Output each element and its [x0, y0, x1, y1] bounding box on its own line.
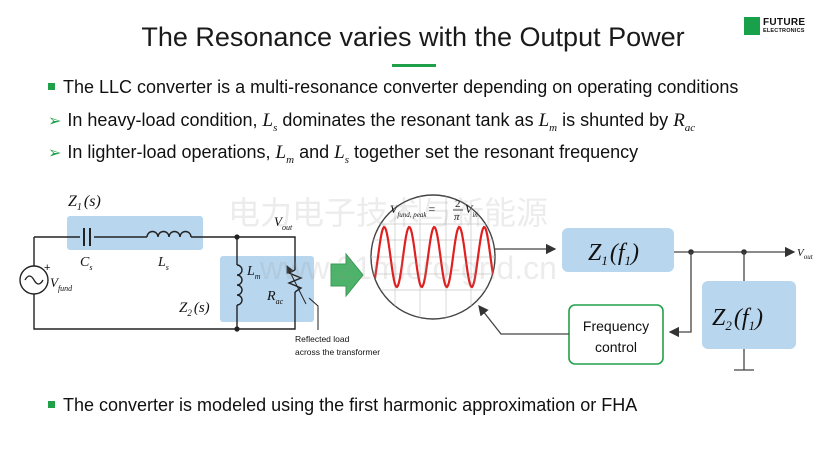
bullet-3-math-lm: Lm	[275, 142, 295, 166]
bullet-2-text-1: In heavy-load condition,	[67, 110, 263, 130]
eq-numerator: 2	[455, 198, 461, 210]
inductor-ls-icon	[146, 230, 192, 238]
bullet-3-text-1: In lighter-load operations,	[67, 142, 276, 162]
bullet-2-math-rac: Rac	[673, 110, 696, 134]
eq-denominator: π	[454, 211, 460, 223]
z2-label: Z2(s)	[179, 300, 210, 318]
z1-label: Z1(s)	[68, 193, 101, 213]
cs-label: Cs	[80, 255, 92, 272]
watermark-line2: www.21micro-grid.cn	[260, 250, 557, 286]
block-vout-label: Vout	[797, 247, 814, 261]
frequency-control-line1: Frequency	[583, 318, 649, 334]
reflected-load-line1: Reflected load	[295, 334, 350, 344]
title-underline	[392, 64, 436, 67]
junction-dot-bottom	[234, 326, 240, 332]
z1-highlight-block	[67, 216, 203, 250]
circuit-wires	[33, 236, 296, 330]
lm-label: Lm	[246, 264, 261, 281]
bullet-2-math-lm: Lm	[538, 110, 558, 134]
bullet-square-icon	[48, 400, 55, 408]
bullet-3-text-2: and	[294, 142, 335, 162]
feedback-line	[668, 252, 692, 338]
bullet-2-text-2: dominates the resonant tank as	[277, 110, 539, 130]
control-to-wave-arrow	[478, 304, 569, 335]
inductor-lm-icon	[236, 264, 243, 306]
reflected-load-pointer	[308, 297, 319, 330]
future-electronics-logo: FUTURE ELECTRONICS	[744, 17, 820, 37]
watermark-line1: 电力电子技术与新能源	[228, 195, 549, 231]
ground-icon	[734, 349, 754, 371]
junction-dot-top	[234, 234, 240, 240]
bullet-3-math-ls: Ls	[334, 142, 349, 166]
frequency-control-line2: control	[595, 339, 637, 355]
arrow-bullet-icon: ➢	[48, 113, 62, 130]
flow-arrow-icon	[330, 252, 364, 298]
z1-f1-label: Z1(f1)	[588, 240, 639, 268]
bullet-4: The converter is modeled using the first…	[48, 395, 637, 416]
bullet-1-text: The LLC converter is a multi-resonance c…	[63, 77, 739, 97]
z1-f1-block	[562, 228, 674, 272]
bullet-2: ➢ In heavy-load condition, Ls dominates t…	[48, 110, 695, 134]
z2-f1-label: Z2(f1)	[712, 305, 763, 333]
waveform-grid	[371, 195, 495, 319]
bullet-2-text-3: is shunted by	[557, 110, 674, 130]
frequency-control-block	[568, 304, 664, 365]
logo-line2: ELECTRONICS	[763, 28, 805, 34]
bullet-3: ➢ In lighter-load operations, Lm and Ls t…	[48, 142, 638, 166]
vfund-peak-equation: Vfund, peak=	[390, 202, 436, 219]
eq-vin: Vin	[465, 202, 478, 219]
bullet-3-text-3: together set the resonant frequency	[348, 142, 639, 162]
sine-waveform	[371, 225, 495, 289]
z2-f1-block	[702, 281, 796, 349]
plus-sign: +	[44, 262, 50, 274]
bullet-2-math-ls: Ls	[262, 110, 278, 134]
logo-mark-icon	[744, 17, 760, 35]
arrow-bullet-icon: ➢	[48, 145, 62, 162]
slide-title: The Resonance varies with the Output Pow…	[141, 22, 685, 52]
bullet-4-text: The converter is modeled using the first…	[63, 395, 638, 415]
logo-line1: FUTURE	[763, 17, 806, 28]
vfund-label: Vfund	[50, 275, 73, 293]
capacitor-cs-icon	[83, 228, 91, 246]
vout-label: Vout	[274, 214, 293, 232]
bullet-1: The LLC converter is a multi-resonance c…	[48, 77, 738, 98]
reflected-load-line2: across the transformer	[295, 347, 380, 357]
rac-label: Rac	[266, 289, 284, 306]
ls-label: Ls	[157, 255, 169, 272]
bullet-square-icon	[48, 82, 55, 90]
variable-arrow-icon	[286, 265, 307, 305]
